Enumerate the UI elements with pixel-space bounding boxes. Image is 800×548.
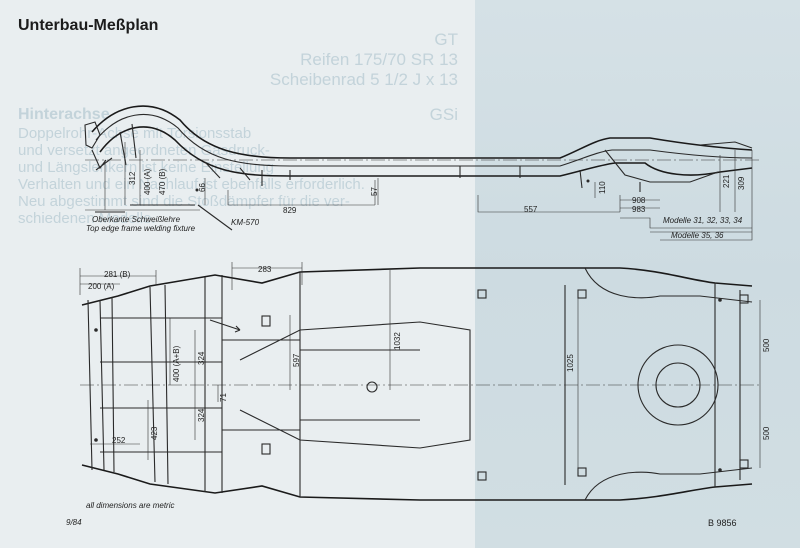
dim-309: 309: [737, 176, 746, 190]
dim-66: 66: [198, 183, 207, 192]
side-frame-upper: [91, 105, 753, 159]
side-front-structure: [84, 121, 137, 171]
top-fixture-arrow: [209, 319, 241, 333]
dim-110: 110: [598, 181, 607, 194]
mount-point: [739, 459, 749, 469]
mount-point: [739, 294, 749, 304]
date-code: 9/84: [66, 518, 82, 527]
mount-point: [94, 438, 98, 442]
bg-line-0: Doppelrohr-Achse mit Torsionsstab: [18, 125, 252, 142]
bg-line-1: und versetzt angeordneten Gasdruck-: [18, 142, 270, 159]
dim-500-upper: 500: [762, 338, 771, 352]
dim-908: 908: [632, 196, 646, 205]
bg-wheel-gt: Scheibenrad 5 1/2 J x 13: [269, 70, 458, 89]
side-fixture-reference: [95, 204, 233, 231]
label-models-a: Modelle 31, 32, 33, 34: [663, 216, 743, 225]
background-photo: [475, 0, 800, 548]
side-dim-lines: [85, 142, 753, 241]
dim-200a: 200 (A): [88, 282, 115, 291]
mount-point: [477, 471, 487, 481]
mount-point: [94, 328, 98, 332]
top-front-longitudinals: [87, 275, 223, 493]
fixture-note-de: Oberkante Schweißlehre: [92, 215, 181, 224]
dim-71: 71: [219, 393, 228, 402]
bg-tire-gt: Reifen 175/70 SR 13: [300, 50, 458, 69]
top-view: [79, 262, 761, 501]
dim-829: 829: [283, 206, 297, 215]
mount-point: [261, 315, 271, 327]
side-frame-middle: [95, 114, 753, 167]
dim-324-lower: 324: [197, 408, 206, 422]
figure-code: B 9856: [708, 518, 737, 528]
side-frame-lower: [99, 126, 753, 177]
dim-312: 312: [128, 171, 137, 185]
dim-500-lower: 500: [762, 426, 771, 440]
dim-400a-side: 400 (A): [143, 168, 152, 195]
dim-252: 252: [112, 436, 126, 445]
side-point: [586, 179, 590, 183]
mount-point: [577, 467, 587, 477]
top-floor-tunnel: [239, 321, 471, 449]
side-view: [84, 105, 760, 241]
bg-line-2: und Längslenkern ist keine Einstellung: [18, 159, 275, 176]
side-rear-subframe: [579, 141, 753, 192]
spare-wheel-well: [637, 344, 719, 426]
spare-wheel-well-inner: [655, 362, 701, 408]
center-mount: [366, 381, 378, 393]
dim-281b: 281 (B): [104, 270, 131, 279]
bg-heading: Hinterachse: [18, 106, 110, 123]
side-welds: [204, 161, 521, 186]
dim-597: 597: [292, 353, 301, 367]
dim-400ab: 400 (A+B): [172, 345, 181, 382]
dim-221: 221: [722, 174, 731, 188]
bg-line-4: Neu abgestimmt sind die Stoßdämpfer für …: [18, 193, 350, 210]
side-point: [195, 188, 199, 192]
dim-470b: 470 (B): [158, 168, 167, 195]
dim-423: 423: [150, 426, 159, 440]
mount-point: [577, 289, 587, 299]
page-title: Unterbau-Meßplan: [18, 17, 159, 34]
label-models-b: Modelle 35, 36: [671, 231, 724, 240]
top-rear-frame: [564, 267, 753, 501]
dim-324-upper: 324: [197, 351, 206, 365]
dim-57: 57: [370, 187, 379, 196]
fixture-note-en: Top edge frame welding fixture: [86, 224, 196, 233]
mount-point: [261, 443, 271, 455]
bg-model-gt: GT: [434, 30, 458, 49]
metric-note: all dimensions are metric: [86, 501, 175, 510]
bg-line-5: schiedenen Modelle.: [18, 210, 156, 227]
top-frame-outline-upper: [81, 267, 753, 306]
mount-point: [477, 289, 487, 299]
fixture-part-number: KM-570: [231, 218, 260, 227]
top-frame-outline-lower: [81, 464, 753, 501]
top-crossmembers: [100, 272, 301, 497]
bg-model-gsi: GSi: [429, 105, 458, 124]
top-dim-lines: [79, 262, 761, 472]
mount-point: [718, 298, 722, 302]
dim-557: 557: [524, 205, 538, 214]
dim-983: 983: [632, 205, 646, 214]
dim-283: 283: [258, 265, 272, 274]
dim-1032: 1032: [393, 332, 402, 350]
dim-1025: 1025: [566, 354, 575, 372]
mount-point: [718, 468, 722, 472]
